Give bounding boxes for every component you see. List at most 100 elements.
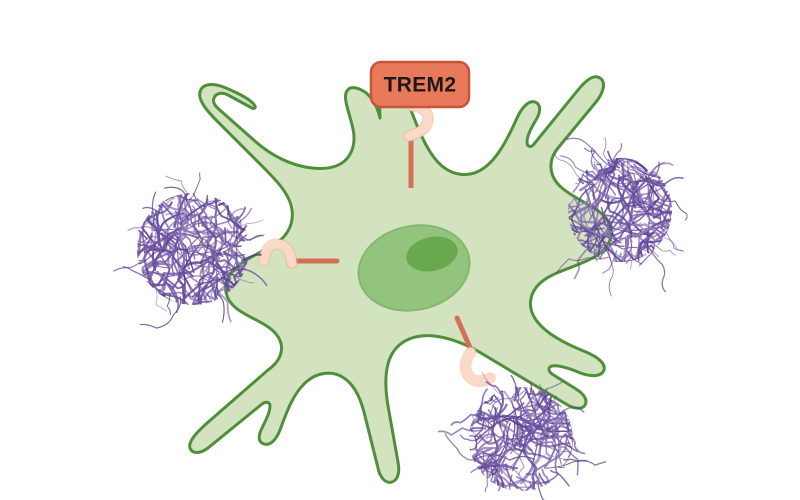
fibril-wisp [573,244,592,280]
fibril-strand [469,446,499,469]
fibril-strand [145,268,174,304]
fibril-wisp [239,219,264,227]
fibril-strand [469,449,498,465]
fibril-wisp [154,284,168,312]
fibril-wisp [180,286,216,301]
fibril-strand [630,184,655,225]
fibril-strand [176,212,196,260]
fibril-strand [469,413,473,432]
fibril-wisp [602,250,618,274]
fibril-strand [612,180,644,209]
fibril-strand [516,387,539,402]
fibril-strand [173,193,198,228]
receptor-head-hook-icon [259,239,297,268]
fibril-wisp [138,259,146,262]
fibril-strand [491,477,500,491]
fibril-wisp [154,200,165,228]
fibril-wisp [651,161,660,178]
fibril-wisp [215,284,225,323]
fibril-strand [137,272,166,282]
fibril-strand [652,227,672,246]
fibril-wisp [139,296,182,329]
fibril-strand [547,387,573,410]
fibril-wisp [469,446,477,450]
fibril-strand [180,283,202,305]
fibril-wisp [565,444,578,453]
fibril-wisp [593,161,601,176]
fibril-wisp [554,152,594,183]
fibril-wisp [629,252,632,270]
fibril-strand [469,388,497,429]
fibril-strand [176,250,192,292]
fibril-wisp [557,406,585,417]
fibril-wisp [648,238,676,256]
fibril-strand [536,387,569,396]
trem2-label-box [369,60,471,109]
fibril-wisp [643,241,654,245]
fibril-wisp [603,137,612,165]
trem2-receptor-left[interactable] [258,238,340,269]
fibril-strand [631,227,656,241]
plaque-left [113,172,268,329]
fibril-strand [540,426,571,440]
fibril-wisp [113,248,146,272]
fibril-strand [157,260,230,286]
fibril-strand [565,434,573,463]
fibril-strand [207,229,239,240]
fibril-wisp [583,147,613,168]
fibril-wisp [549,469,570,487]
fibril-wisp [510,374,519,397]
fibril-strand [507,387,544,412]
fibril-strand [652,158,672,186]
fibril-strand [568,196,576,223]
fibril-wisp [597,248,602,260]
fibril-strand [606,196,633,238]
fibril-wisp [236,206,246,222]
fibril-strand [205,278,231,305]
fibril-wisp [638,240,656,267]
fibril-strand [525,472,554,491]
fibril-strand [637,217,670,253]
fibril-strand [173,211,196,226]
fibril-wisp [214,288,232,323]
fibril-wisp [192,172,201,197]
fibril-wisp [552,395,558,405]
trem2-label[interactable]: TREM2 [369,60,471,109]
fibril-wisp [234,251,248,262]
fibril-strand [585,167,597,222]
fibril-strand [137,193,156,227]
fibril-wisp [590,147,603,174]
fibril-strand [175,248,195,274]
fibril-wisp [533,388,548,396]
fibril-strand [154,235,187,288]
fibril-wisp [613,159,642,175]
fibril-wisp [148,191,157,221]
fibril-strand [655,198,672,242]
fibril-strand [619,158,632,178]
cell-nucleus [357,224,471,312]
fibril-strand [591,158,631,197]
fibril-wisp [236,207,252,224]
fibril-wisp [142,206,161,214]
fibril-strand [177,193,185,219]
fibril-strand [547,418,573,433]
fibril-wisp [646,162,674,183]
fibril-strand [469,402,525,422]
fibril-strand [558,466,573,491]
fibril-strand [473,412,485,450]
fibril-strand [587,158,620,163]
fibril-wisp [444,433,483,461]
fibril-wisp [581,242,600,249]
fibril-strand [587,207,611,231]
fibril-strand [173,284,191,305]
fibril-wisp [564,433,586,455]
fibril-strand [570,183,596,234]
fibril-strand [602,221,664,243]
fibril-wisp [627,250,643,265]
fibril-strand [639,174,672,230]
fibril-wisp [538,380,564,398]
fibril-strand [137,230,144,264]
fibril-strand [668,197,672,221]
